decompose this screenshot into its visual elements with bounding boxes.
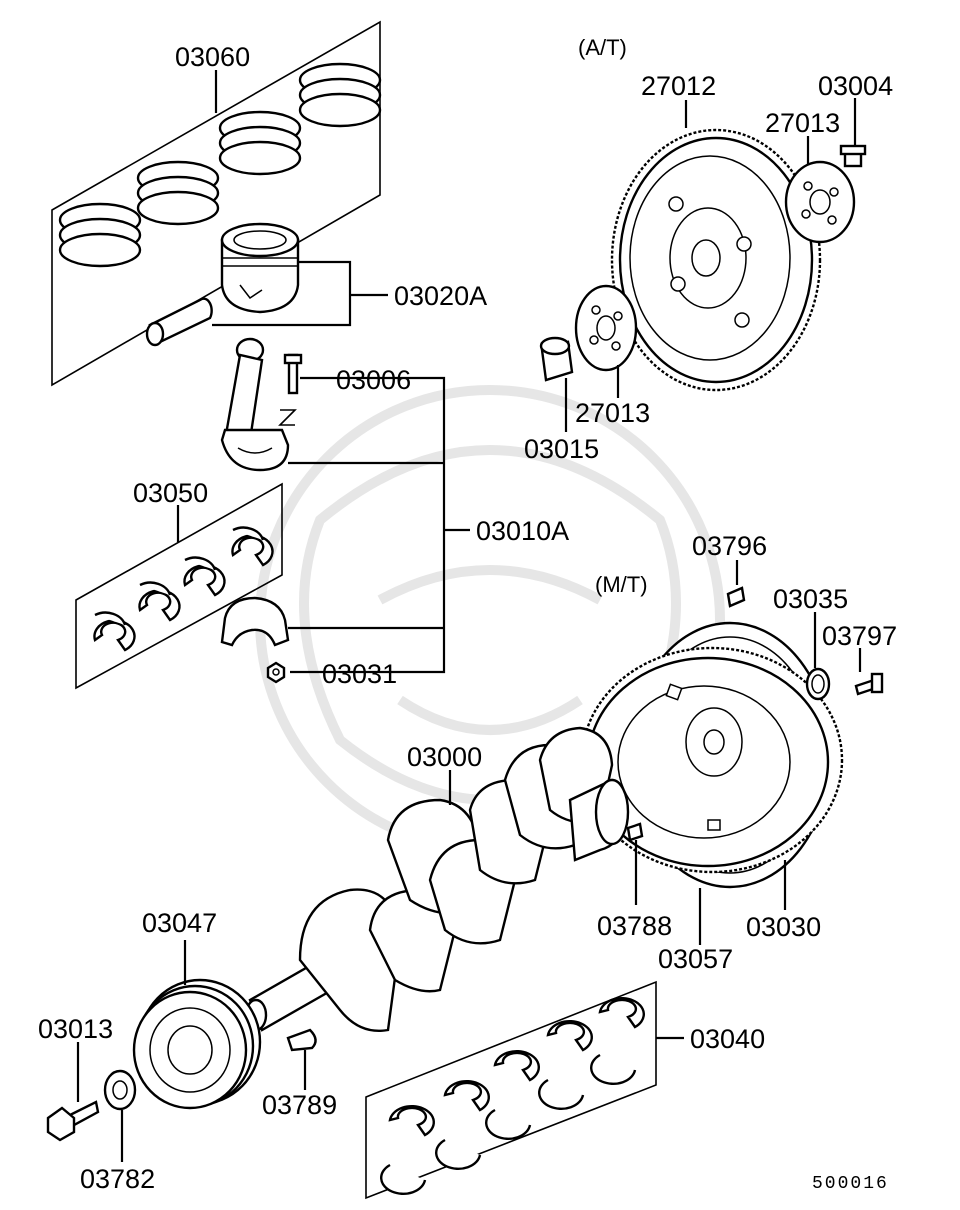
label-key: 03789 [262,1090,337,1120]
seal-03035[interactable] [805,612,831,701]
label-adapter-plate: 27013 [765,108,840,138]
label-rings: 03060 [175,42,250,72]
label-rod-nut: 03031 [322,659,397,689]
crank-pulley[interactable] [132,940,262,1110]
label-pulley: 03047 [142,908,217,938]
label-pulley-bolt: 03013 [38,1014,113,1044]
label-pin-03796: 03796 [692,531,767,561]
rod-bearings-group[interactable] [75,482,283,690]
label-bolt-03797: 03797 [822,621,897,651]
label-dowel-pin: 03788 [597,911,672,941]
label-washer: 03782 [80,1164,155,1194]
ring-set-1 [58,202,142,268]
label-bushing-03015: 03015 [524,434,599,464]
ring-set-3 [218,110,302,176]
flywheel[interactable] [580,621,844,945]
rod-cap[interactable] [220,596,290,647]
ring-set-4 [298,62,382,128]
pulley-bolt[interactable] [46,1042,100,1142]
label-main-bearing: 03040 [690,1024,765,1054]
drive-plate[interactable] [610,100,822,392]
bushing-03015[interactable] [539,336,574,432]
main-bearings-group[interactable] [365,980,684,1200]
note-at: (A/T) [578,35,627,60]
label-rod-bolt: 03006 [336,365,411,395]
label-crankshaft: 03000 [407,742,482,772]
label-adapter-plate-2: 27013 [575,398,650,428]
label-ring-gear: 03057 [658,944,733,974]
label-seal-03035: 03035 [773,584,848,614]
washer-03782[interactable] [103,1069,137,1162]
label-bolt-03004: 03004 [818,71,893,101]
rod-bolt [283,353,303,395]
crankshaft[interactable] [244,726,630,1032]
diagram-code: 500016 [812,1174,889,1194]
dowel-pin[interactable] [626,822,644,905]
pin-03796[interactable] [726,560,746,608]
label-flywheel-mt: 03030 [746,912,821,942]
adapter-plate-rear[interactable] [784,136,856,244]
piston[interactable] [145,222,388,347]
bolt-03004[interactable] [839,98,867,168]
label-rod-bearing: 03050 [133,478,208,508]
rod-nut[interactable] [266,661,286,684]
label-drive-plate: 27012 [641,71,716,101]
label-piston: 03020A [394,281,487,311]
piston-rings-group[interactable] [51,20,382,387]
piston-pin [145,297,213,347]
connecting-rod[interactable] [220,337,470,674]
adapter-plate-front[interactable] [574,284,638,398]
ring-set-2 [136,160,220,226]
woodruff-key[interactable] [286,1028,317,1090]
label-rod-assembly: 03010A [476,516,569,546]
note-mt: (M/T) [595,572,648,597]
bolt-03797[interactable] [854,648,884,696]
